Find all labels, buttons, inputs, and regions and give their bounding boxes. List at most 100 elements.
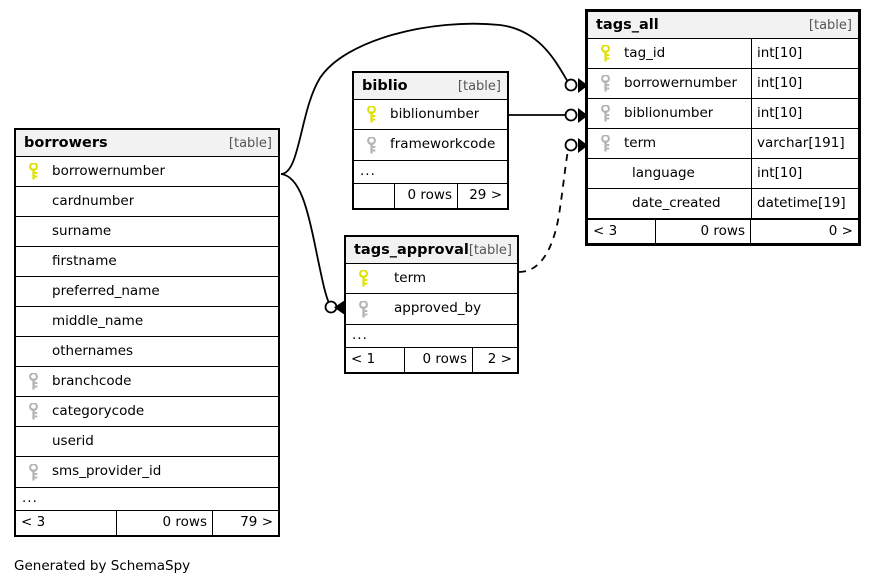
more-columns-indicator: ...	[346, 324, 517, 348]
table-row[interactable]: surname	[16, 217, 278, 247]
column-type: int[10]	[751, 99, 858, 128]
table-row[interactable]: preferred_name	[16, 277, 278, 307]
table-borrowers[interactable]: borrowers [table] borrowernumber cardnum…	[14, 128, 280, 537]
column-name: term	[624, 136, 657, 151]
table-row[interactable]: borrowernumber int[10]	[588, 69, 858, 99]
column-name: borrowernumber	[52, 164, 166, 179]
edge-borrowers-tags-approval	[280, 173, 331, 306]
column-type: varchar[191]	[751, 129, 858, 158]
footer-children-count[interactable]: 29 >	[457, 184, 507, 208]
table-row[interactable]: biblionumber	[354, 100, 507, 130]
table-row[interactable]: cardnumber	[16, 187, 278, 217]
table-biblio-kind: [table]	[457, 78, 501, 94]
footer-children-count[interactable]: 0 >	[750, 220, 858, 243]
cardinality-zero-borrowers-tags-all	[564, 78, 578, 92]
foreign-key-icon	[594, 135, 616, 152]
column-name: cardnumber	[52, 194, 135, 209]
table-borrowers-footer: < 3 0 rows 79 >	[16, 511, 278, 535]
column-name: borrowernumber	[624, 76, 738, 91]
foreign-key-icon	[352, 300, 374, 318]
table-tags-approval[interactable]: tags_approval [table] term approved_by .…	[344, 235, 519, 374]
column-name: frameworkcode	[390, 138, 496, 152]
column-name: tag_id	[624, 46, 666, 61]
foreign-key-icon	[22, 373, 44, 390]
column-type: int[10]	[751, 39, 858, 68]
primary-key-icon	[594, 45, 616, 62]
generated-by-caption: Generated by SchemaSpy	[14, 558, 191, 574]
column-name: biblionumber	[390, 107, 480, 122]
table-row[interactable]: middle_name	[16, 307, 278, 337]
column-name: othernames	[52, 344, 134, 359]
footer-children-count[interactable]: 2 >	[472, 348, 517, 372]
table-row[interactable]: sms_provider_id	[16, 457, 278, 487]
table-row[interactable]: date_created datetime[19]	[588, 189, 858, 219]
column-name: userid	[52, 434, 94, 449]
primary-key-icon	[352, 270, 374, 287]
footer-row-count: 0 rows	[394, 184, 457, 208]
primary-key-icon	[22, 163, 44, 180]
foreign-key-icon	[594, 105, 616, 122]
foreign-key-icon	[360, 136, 382, 154]
footer-parents-count[interactable]: < 3	[593, 222, 618, 239]
table-tags-approval-kind: [table]	[468, 242, 512, 258]
table-row[interactable]: categorycode	[16, 397, 278, 427]
column-name: approved_by	[394, 302, 482, 316]
table-tags-approval-footer: < 1 0 rows 2 >	[346, 348, 517, 372]
column-name: branchcode	[52, 374, 132, 389]
table-tags-all-footer: < 3 0 rows 0 >	[588, 219, 858, 243]
table-borrowers-title: borrowers	[24, 134, 108, 151]
column-name: categorycode	[52, 404, 145, 419]
table-row[interactable]: branchcode	[16, 367, 278, 397]
table-tags-all[interactable]: tags_all [table] tag_id int[10] borrower…	[585, 9, 861, 246]
table-row[interactable]: firstname	[16, 247, 278, 277]
cardinality-zero-tags-approval-tags-all	[564, 138, 578, 152]
more-columns-indicator: ...	[354, 160, 507, 184]
table-tags-all-title: tags_all	[596, 16, 659, 33]
more-columns-indicator: ...	[16, 487, 278, 511]
column-type: int[10]	[751, 159, 858, 188]
table-biblio-title: biblio	[362, 77, 408, 94]
column-name: middle_name	[52, 314, 144, 329]
table-tags-approval-header: tags_approval [table]	[346, 237, 517, 264]
table-row[interactable]: othernames	[16, 337, 278, 367]
foreign-key-icon	[594, 75, 616, 92]
footer-row-count: 0 rows	[404, 348, 472, 372]
table-row[interactable]: approved_by	[346, 294, 517, 324]
table-row[interactable]: term	[346, 264, 517, 294]
table-borrowers-kind: [table]	[228, 135, 272, 151]
footer-parents-count[interactable]	[354, 184, 394, 208]
table-row[interactable]: term varchar[191]	[588, 129, 858, 159]
footer-row-count: 0 rows	[116, 511, 212, 535]
table-biblio-header: biblio [table]	[354, 73, 507, 100]
foreign-key-icon	[22, 403, 44, 420]
primary-key-icon	[360, 106, 382, 123]
table-row[interactable]: biblionumber int[10]	[588, 99, 858, 129]
table-row[interactable]: frameworkcode	[354, 130, 507, 160]
table-row[interactable]: language int[10]	[588, 159, 858, 189]
cardinality-zero-borrowers-tags-approval	[324, 300, 338, 314]
table-biblio[interactable]: biblio [table] biblionumber frameworkcod…	[352, 71, 509, 210]
column-name: biblionumber	[624, 106, 714, 121]
table-tags-all-kind: [table]	[808, 17, 852, 33]
cardinality-zero-biblio-tags-all	[564, 108, 578, 122]
column-name: sms_provider_id	[52, 465, 162, 479]
column-type: datetime[19]	[751, 189, 858, 218]
footer-children-count[interactable]: 79 >	[212, 511, 278, 535]
table-row[interactable]: borrowernumber	[16, 157, 278, 187]
column-type: int[10]	[751, 69, 858, 98]
table-row[interactable]: tag_id int[10]	[588, 39, 858, 69]
footer-parents-count[interactable]: < 3	[21, 514, 46, 531]
table-biblio-footer: 0 rows 29 >	[354, 184, 507, 208]
column-name: firstname	[52, 254, 117, 269]
table-tags-approval-title: tags_approval	[354, 241, 469, 258]
footer-row-count: 0 rows	[655, 220, 750, 243]
footer-parents-count[interactable]: < 1	[351, 351, 376, 368]
table-row[interactable]: userid	[16, 427, 278, 457]
column-name: surname	[52, 224, 112, 239]
column-name: date_created	[632, 196, 721, 211]
edge-tags-approval-tags-all	[518, 145, 570, 273]
column-name: term	[394, 271, 427, 286]
column-name: language	[632, 166, 695, 181]
column-name: preferred_name	[52, 284, 160, 299]
